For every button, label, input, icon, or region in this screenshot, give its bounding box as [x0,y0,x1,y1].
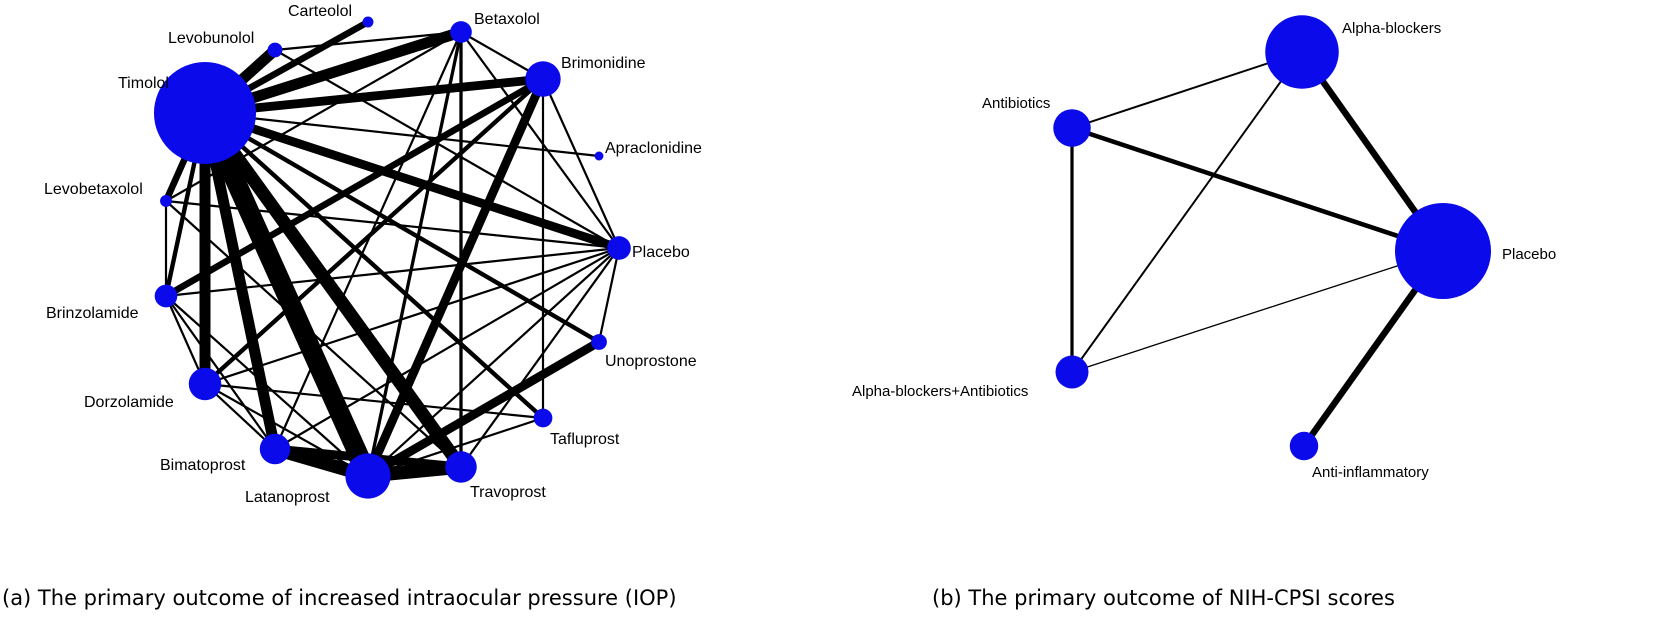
edge-latanoprost-brinzolamide [165,295,369,477]
edge-placebo-dorzolamide [204,246,620,386]
node-brinzolamide [154,284,178,308]
node-levobetaxolol [160,195,172,207]
panel-a-network: Timolol Levobunolol Carteolol BetaxololBrim… [44,3,702,506]
node-placebo [607,236,631,260]
edge-alpha_blockers-antibiotics [1071,51,1303,129]
edge-tafluprost-latanoprost [367,416,544,478]
edge-timolol-placebo [203,108,621,253]
edge-timolol-travoprost [199,109,467,471]
node-label-timolol: Timolol [118,75,169,92]
edge-unoprostone-latanoprost [365,338,602,480]
node-label-apraclonidine: Apraclonidine [605,140,702,157]
node-label-levobunolol: Levobunolol [168,30,254,47]
node-label-anti-inflammatory: Anti-inflammatory [1312,464,1429,481]
node-brimonidine [525,61,561,97]
edge-tafluprost-dorzolamide [204,382,544,420]
edge-bimatoprost-brinzolamide [165,295,276,450]
node-bimatoprost [259,433,291,465]
edge-levobetaxolol-travoprost [165,200,462,468]
edge-placebo-brinzolamide [165,246,620,298]
edge-betaxolol-placebo [460,31,620,249]
node-ab-antibiotics [1055,355,1089,389]
node-apraclonidine [594,151,604,161]
edge-timolol-apraclonidine [204,111,600,158]
node-label-carteolol: Carteolol [288,3,352,20]
caption-a: (a) The primary outcome of increased int… [2,586,677,610]
edge-alpha_blockers-ab_antibiotics [1071,51,1303,373]
node-alpha-blockers [1265,15,1339,89]
node-antibiotics [1053,109,1091,147]
node-label-placebo: Placebo [632,244,690,261]
edge-betaxolol-levobetaxolol [165,31,462,202]
node-label-brimonidine: Brimonidine [561,55,646,72]
edge-timolol-bimatoprost [199,111,281,451]
edge-placebo-travoprost [460,247,620,468]
node-label-latanoprost: Latanoprost [245,489,330,506]
edge-timolol-brimonidine [204,74,544,118]
node-levobunolol [267,42,283,58]
edge-timolol-unoprostone [203,111,601,344]
node-tafluprost [533,408,553,428]
panel-b-network: Alpha-blockersAntibioticsPlaceboAlpha-bl… [852,15,1556,481]
node-label-bimatoprost: Bimatoprost [160,457,246,474]
edge-placebo-levobetaxolol [165,199,620,250]
edge-levobunolol-betaxolol [274,30,462,52]
edge-placebo-latanoprost [367,247,620,477]
edge-antibiotics-placebo_b [1071,125,1444,254]
node-latanoprost [345,453,391,499]
caption-b: (b) The primary outcome of NIH-CPSI scor… [932,586,1395,610]
edge-brimonidine-dorzolamide [203,77,545,386]
node-label-dorzolamide: Dorzolamide [84,394,174,411]
node-label-placebo-b: Placebo [1502,246,1556,263]
edge-betaxolol-bimatoprost [273,31,463,450]
edge-latanoprost-dorzolamide [204,383,369,477]
node-placebo-b [1395,203,1491,299]
edge-brimonidine-placebo [541,78,621,249]
node-label-levobetaxolol: Levobetaxolol [44,181,143,198]
node-label-alpha-blockers: Alpha-blockers [1342,20,1441,37]
edge-placebo-unoprostone [597,247,621,343]
node-timolol [153,61,257,165]
node-label-antibiotics: Antibiotics [982,95,1050,112]
node-unoprostone [591,334,607,350]
node-label-betaxolol: Betaxolol [474,11,540,28]
edge-placebo_b-ab_antibiotics [1071,250,1444,373]
node-label-travoprost: Travoprost [470,484,546,501]
node-label-brinzolamide: Brinzolamide [46,305,139,322]
node-label-ab-antibiotics: Alpha-blockers+Antibiotics [852,383,1028,400]
node-anti-inflammatory [1289,431,1319,461]
node-dorzolamide [188,367,222,401]
node-betaxolol [450,21,472,43]
edge-levobunolol-placebo [274,49,620,249]
node-carteolol [362,16,374,28]
edge-brimonidine-brinzolamide [164,76,545,299]
node-label-unoprostone: Unoprostone [605,353,697,370]
node-travoprost [445,451,477,483]
edge-placebo-bimatoprost [274,247,620,450]
edge-timolol-latanoprost [195,108,378,481]
node-label-tafluprost: Tafluprost [550,431,620,448]
